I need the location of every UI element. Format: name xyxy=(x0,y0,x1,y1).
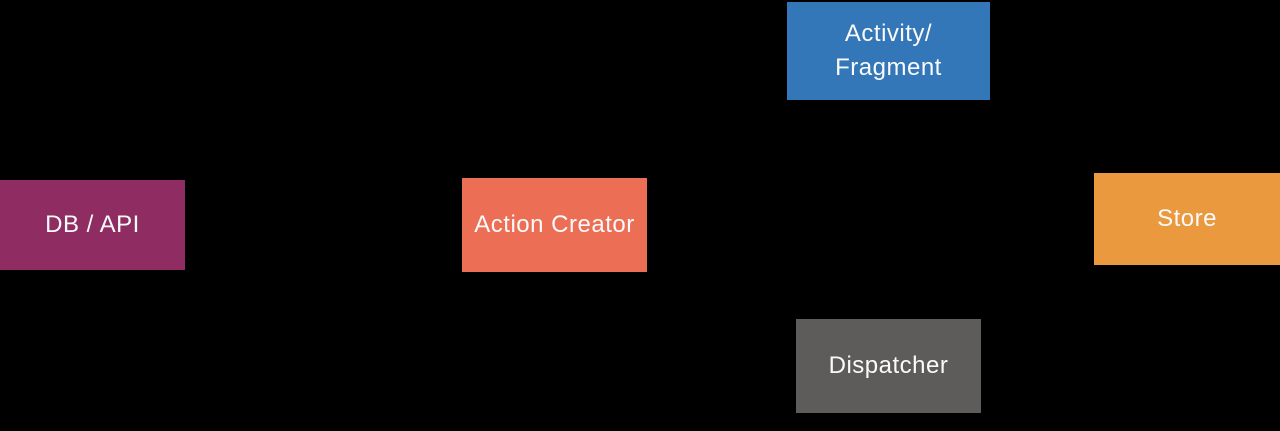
node-label-line: Activity/ xyxy=(844,20,933,47)
node-label-line: DB / API xyxy=(45,211,140,238)
node-label-line: Fragment xyxy=(835,54,942,81)
node-activity-fragment: Activity/ Fragment xyxy=(787,2,990,100)
node-action-creator: Action Creator xyxy=(462,178,647,272)
node-dispatcher: Dispatcher xyxy=(796,319,981,413)
node-label-line: Store xyxy=(1157,205,1217,232)
node-store: Store xyxy=(1094,173,1280,265)
node-label-line: Dispatcher xyxy=(828,352,949,379)
node-db-api: DB / API xyxy=(0,180,185,270)
node-label-line: Action Creator xyxy=(474,211,635,238)
